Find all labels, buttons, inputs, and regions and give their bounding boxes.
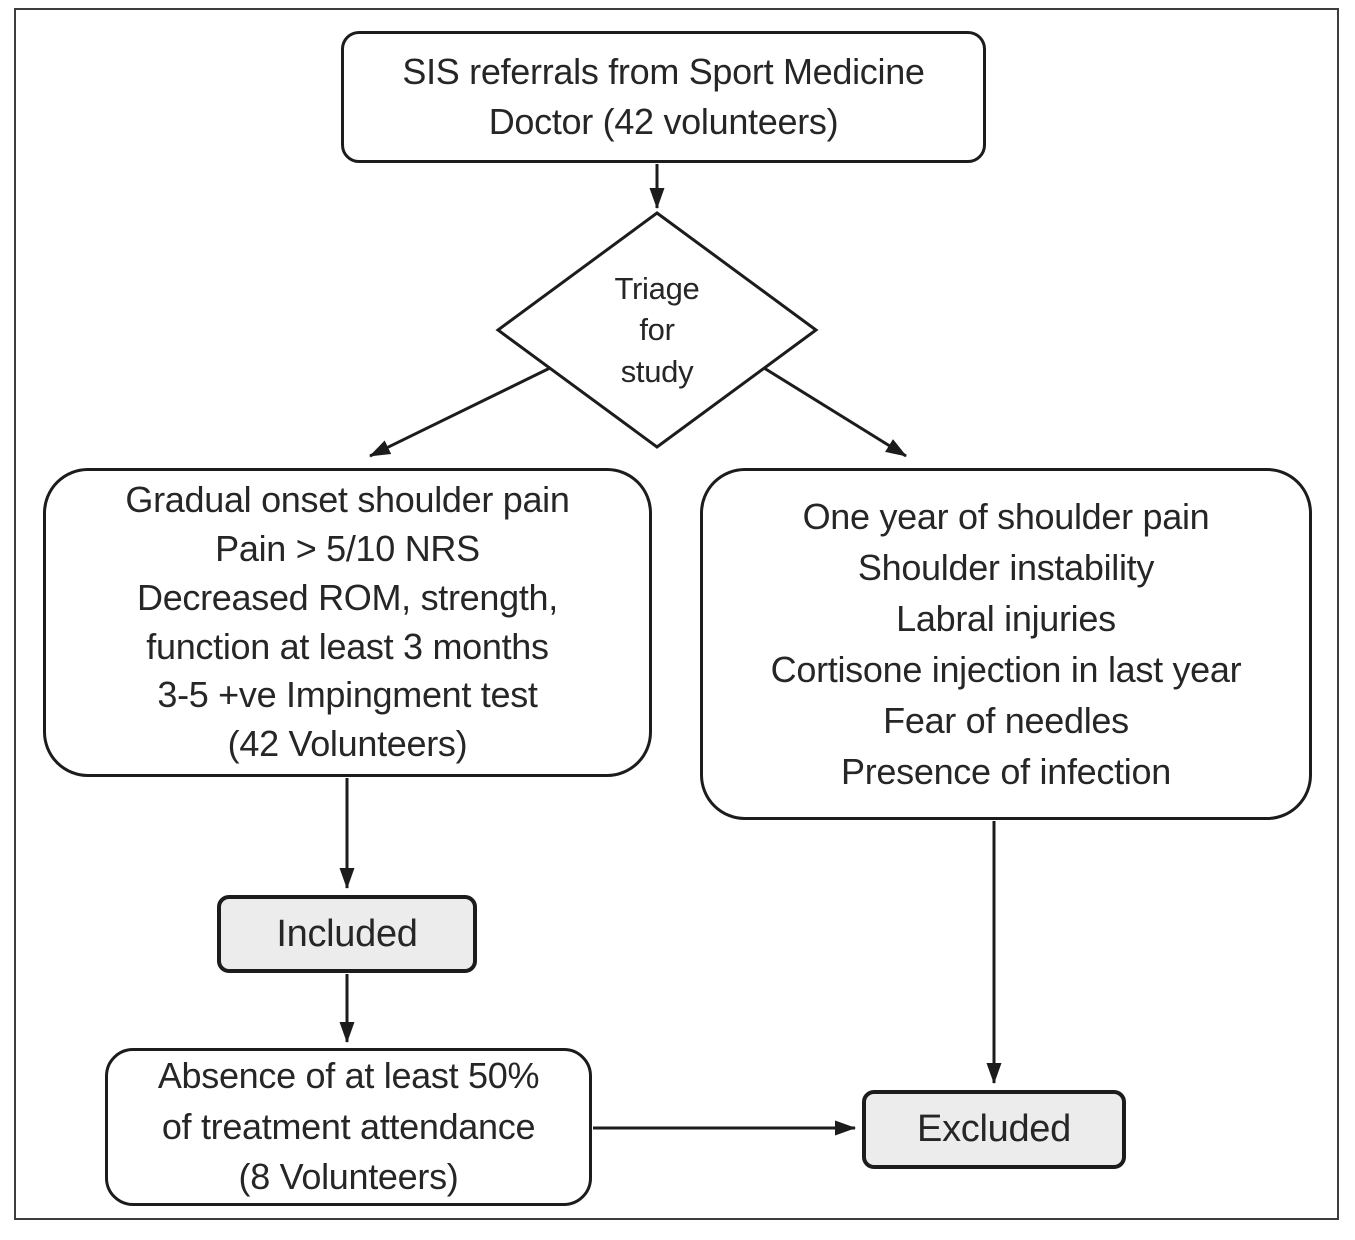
included-box: Included [217,895,477,973]
triage-diamond-label: Triage for study [614,270,700,389]
excluded-box: Excluded [862,1090,1126,1169]
attendance-absence-box: Absence of at least 50% of treatment att… [105,1048,592,1206]
inclusion-criteria-box: Gradual onset shoulder pain Pain > 5/10 … [43,468,652,777]
exclusion-criteria-box: One year of shoulder pain Shoulder insta… [700,468,1312,820]
referrals-box: SIS referrals from Sport Medicine Doctor… [341,31,986,163]
arrow-triage-to-exclusion [763,366,907,458]
arrow-triage-to-inclusion [369,366,551,458]
triage-diamond-shape [495,211,819,449]
